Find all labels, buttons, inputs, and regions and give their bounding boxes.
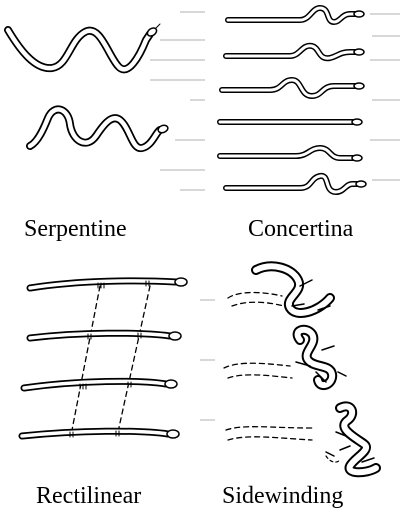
sidewinding-track-1 [228, 293, 282, 299]
rectilinear-label: Rectilinear [36, 484, 141, 508]
concertina-label: Concertina [248, 217, 353, 241]
serpentine-label: Serpentine [24, 217, 127, 241]
concertina-snake-6 [226, 176, 358, 192]
rectilinear-guide-2 [118, 286, 150, 432]
serpentine-illustration [8, 24, 169, 148]
sidewinding-track-2 [224, 363, 290, 368]
rectilinear-illustration [22, 278, 187, 438]
serpentine-snake-2-head [157, 124, 169, 134]
sidewinding-illustration [224, 266, 376, 472]
concertina-illustration [220, 8, 366, 192]
sidewinding-label: Sidewinding [222, 484, 343, 508]
sidewinding-track-3 [226, 427, 312, 430]
rectilinear-guide-1 [72, 286, 100, 430]
concertina-snake-3 [222, 80, 356, 96]
